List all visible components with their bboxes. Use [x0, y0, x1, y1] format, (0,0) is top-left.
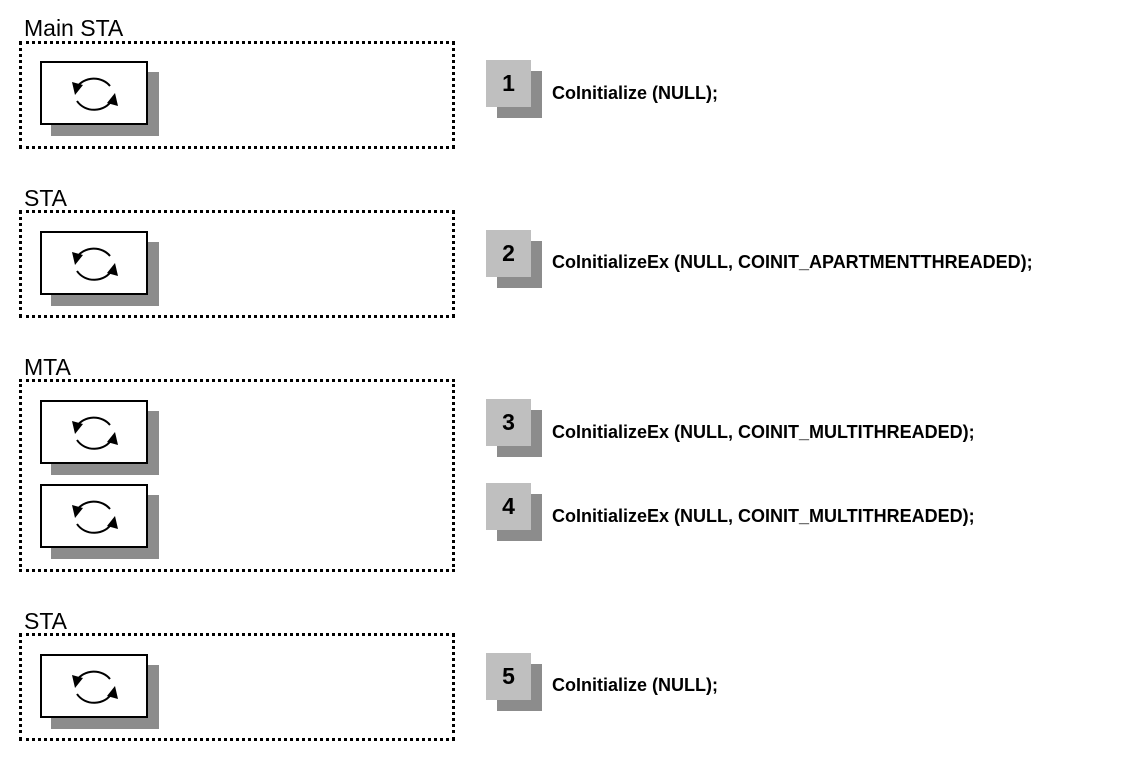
thread-box	[40, 61, 159, 136]
thread-face	[40, 484, 148, 548]
step-number: 1	[486, 60, 531, 107]
step-badge-2: 2	[486, 230, 542, 288]
circular-arrows-icon	[72, 77, 118, 111]
step-badge-3: 3	[486, 399, 542, 457]
step-call-4: CoInitializeEx (NULL, COINIT_MULTITHREAD…	[552, 506, 975, 526]
apartment-title-sta-1: STA	[24, 185, 68, 211]
apartment-box-mta	[19, 379, 455, 572]
thread-box	[40, 484, 159, 559]
thread-face	[40, 61, 148, 125]
step-number: 2	[486, 230, 531, 277]
step-badge-5: 5	[486, 653, 542, 711]
step-number: 3	[486, 399, 531, 446]
thread-box	[40, 231, 159, 306]
apartment-box-sta-2	[19, 633, 455, 741]
thread-face	[40, 654, 148, 718]
apartment-title-mta: MTA	[24, 354, 71, 380]
step-number: 4	[486, 483, 531, 530]
step-call-5: CoInitialize (NULL);	[552, 675, 718, 695]
thread-box	[40, 654, 159, 729]
step-call-2: CoInitializeEx (NULL, COINIT_APARTMENTTH…	[552, 252, 1033, 272]
step-call-3: CoInitializeEx (NULL, COINIT_MULTITHREAD…	[552, 422, 975, 442]
apartment-box-main-sta	[19, 41, 455, 149]
apartment-title-main-sta: Main STA	[24, 15, 124, 41]
apartment-box-sta-1	[19, 210, 455, 318]
circular-arrows-icon	[72, 670, 118, 704]
step-badge-1: 1	[486, 60, 542, 118]
step-number: 5	[486, 653, 531, 700]
thread-face	[40, 400, 148, 464]
step-badge-4: 4	[486, 483, 542, 541]
step-call-1: CoInitialize (NULL);	[552, 83, 718, 103]
circular-arrows-icon	[72, 500, 118, 534]
circular-arrows-icon	[72, 416, 118, 450]
circular-arrows-icon	[72, 247, 118, 281]
thread-face	[40, 231, 148, 295]
apartment-title-sta-2: STA	[24, 608, 68, 634]
thread-box	[40, 400, 159, 475]
